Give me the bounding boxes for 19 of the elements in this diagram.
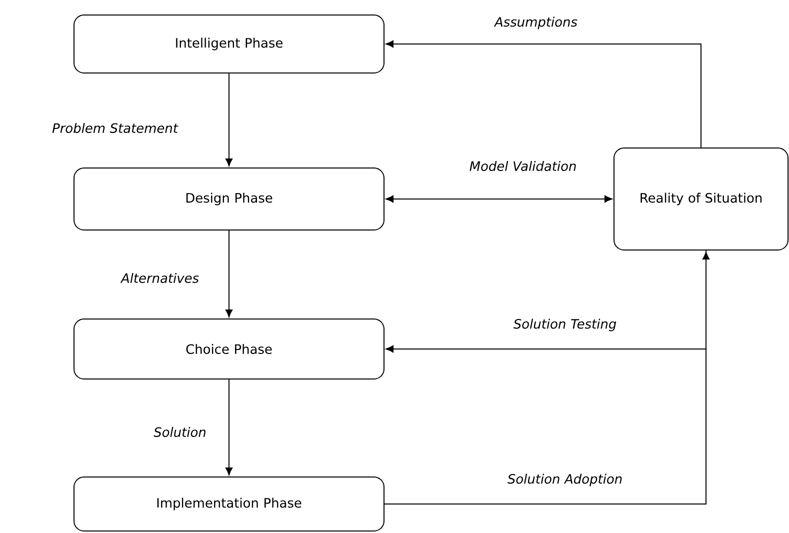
arrow [225, 230, 233, 318]
arrow [225, 73, 233, 166]
edge-label: Assumptions [494, 16, 578, 30]
edge-label: Solution Adoption [508, 474, 622, 486]
arrow [386, 40, 702, 148]
edge-label: Model Validation [470, 160, 576, 171]
phase-box: Reality of Situation [614, 148, 788, 250]
edge-label: Alternatives [120, 272, 199, 283]
arrow [386, 250, 706, 353]
edge-label: Solution Testing [513, 318, 616, 332]
phase-box: Choice Phase [74, 318, 384, 380]
edge-label: Solution [154, 426, 206, 437]
phase-box: Design Phase [74, 168, 384, 230]
edge-label: Problem Statement [52, 122, 178, 133]
phase-box: Intelligent Phase [74, 14, 384, 74]
phase-box: Implementation Phase [74, 476, 384, 532]
arrow [384, 252, 710, 504]
arrow [386, 195, 612, 203]
arrow [225, 379, 233, 476]
